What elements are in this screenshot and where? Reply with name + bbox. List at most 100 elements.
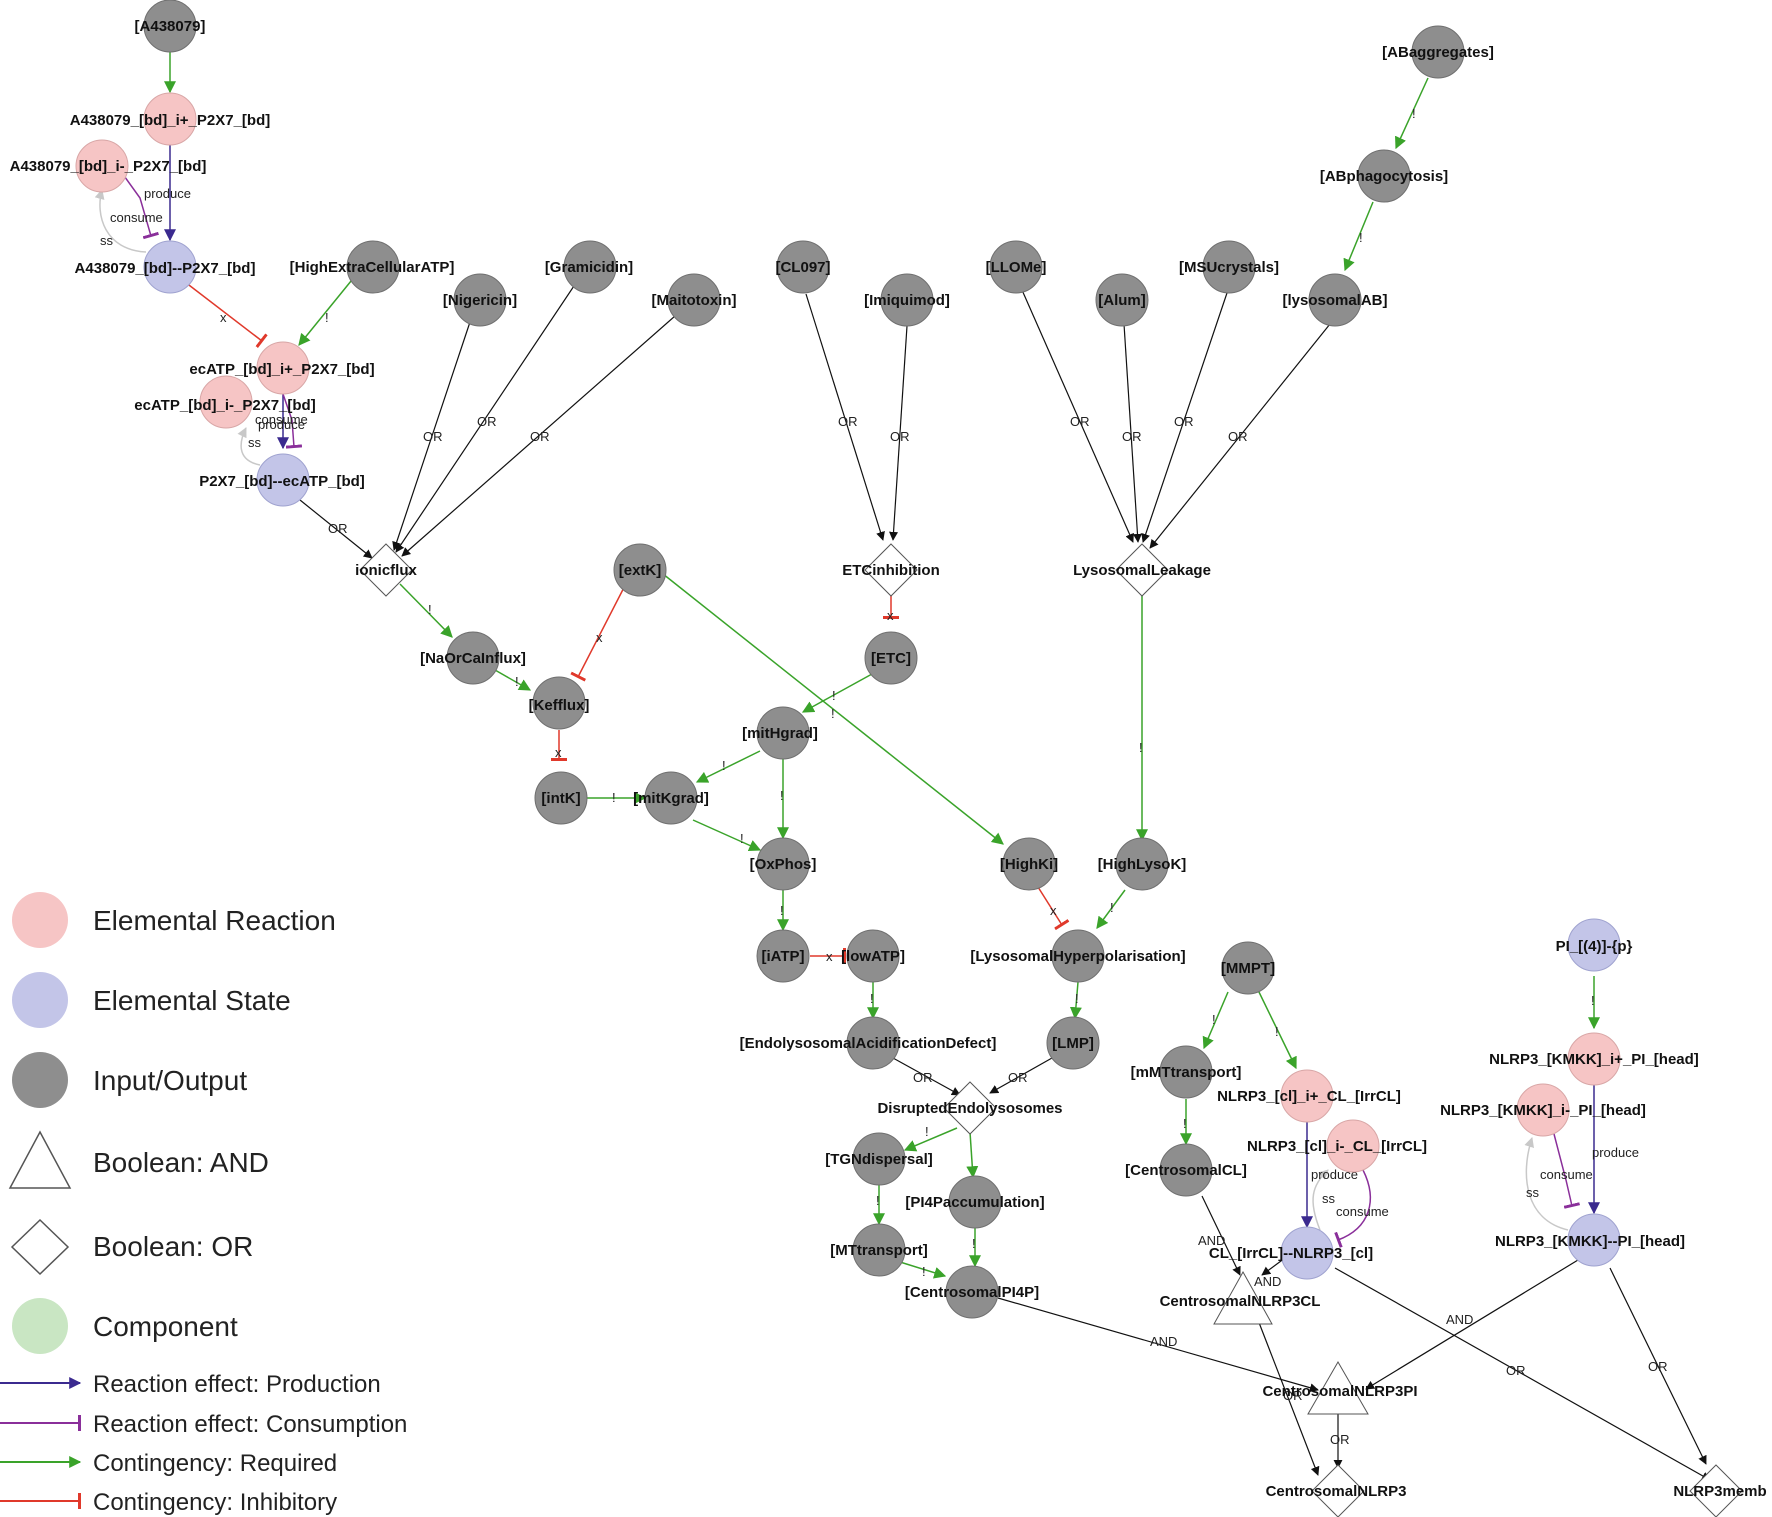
edge-or <box>1149 323 1331 549</box>
node-Imiquimod[interactable] <box>880 273 934 327</box>
node-DisruptedEndolysosomes[interactable] <box>943 1081 997 1135</box>
label-Kefflux: [Kefflux] <box>529 697 590 714</box>
label-lowATP: [lowATP] <box>841 948 905 965</box>
edge-label-required: ! <box>876 1193 880 1208</box>
node-lysosomalAB[interactable] <box>1308 273 1362 327</box>
node-lowATP[interactable] <box>846 929 900 983</box>
node-extK[interactable] <box>613 543 667 597</box>
edge-or <box>1141 289 1229 543</box>
node-NLRP3-cl-i-minus[interactable] <box>1326 1119 1380 1173</box>
node-CentrosomalNLRP3[interactable] <box>1311 1464 1365 1517</box>
node-LysosomalLeakage[interactable] <box>1115 543 1169 597</box>
node-HighExtraCellularATP[interactable] <box>346 240 400 294</box>
legend-component-swatch <box>12 1298 68 1354</box>
edge-inhibitory <box>184 281 268 348</box>
label-MMPT: [MMPT] <box>1221 960 1275 977</box>
node-MMPT[interactable] <box>1221 941 1275 995</box>
edge-label-required: ! <box>1412 106 1416 121</box>
node-A438079-i-plus[interactable] <box>143 92 197 146</box>
node-ecATP-i-minus[interactable] <box>199 375 253 429</box>
edge-label-required: ! <box>1183 1116 1187 1131</box>
node-PI4Paccumulation[interactable] <box>948 1175 1002 1229</box>
edge-or <box>989 1057 1053 1094</box>
node-EndolysosomalAcidificationDefect[interactable] <box>846 1016 900 1070</box>
label-HighLysoK: [HighLysoK] <box>1098 856 1187 873</box>
label-extK: [extK] <box>619 562 662 579</box>
node-NLRP3-KMKK-state[interactable] <box>1567 1213 1621 1267</box>
label-NLRP3-cl-i-minus: NLRP3_[cl]_i-_CL_[IrrCL] <box>1247 1138 1427 1155</box>
node-Kefflux[interactable] <box>532 676 586 730</box>
edge-label-required: ! <box>1275 1024 1279 1039</box>
edge-label-required: ! <box>925 1124 929 1139</box>
label-ETC: [ETC] <box>871 650 911 667</box>
label-iATP: [iATP] <box>761 948 804 965</box>
node-HighLysoK[interactable] <box>1115 837 1169 891</box>
label-PI4Paccumulation: [PI4Paccumulation] <box>905 1194 1044 1211</box>
node-ETCinhibition[interactable] <box>864 543 918 597</box>
legend-io-label: Input/Output <box>93 1065 247 1096</box>
node-Alum[interactable] <box>1095 273 1149 327</box>
node-CentrosomalNLRP3PI[interactable] <box>1307 1360 1369 1415</box>
node-CentrosomalPI4P[interactable] <box>945 1265 999 1319</box>
edge-label-consume: consume <box>255 412 308 427</box>
label-A438079-state: A438079_[bd]--P2X7_[bd] <box>75 260 256 277</box>
node-intK[interactable] <box>534 771 588 825</box>
node-NaOrCaInflux[interactable] <box>446 631 500 685</box>
node-CentrosomalNLRP3CL[interactable] <box>1213 1270 1273 1325</box>
node-mitKgrad[interactable] <box>644 771 698 825</box>
edge-label-ss: ss <box>248 435 262 450</box>
node-A438079-i-minus[interactable] <box>75 139 129 193</box>
node-ETC[interactable] <box>864 631 918 685</box>
edge-required <box>1395 77 1429 150</box>
label-CentrosomalCL: [CentrosomalCL] <box>1125 1162 1247 1179</box>
edge-label-or: OR <box>1174 414 1194 429</box>
node-Maitotoxin[interactable] <box>667 273 721 327</box>
edge-label-required: ! <box>1591 993 1595 1008</box>
node-MSUcrystals[interactable] <box>1202 240 1256 294</box>
node-P2X7-state[interactable] <box>256 453 310 507</box>
node-MTtransport[interactable] <box>852 1223 906 1277</box>
node-ABphagocytosis[interactable] <box>1357 149 1411 203</box>
label-Maitotoxin: [Maitotoxin] <box>652 292 737 309</box>
node-PI4p[interactable] <box>1567 918 1621 972</box>
edge-consumption <box>121 172 159 240</box>
node-LysosomalHyperpolarisation[interactable] <box>1051 929 1105 983</box>
edge-label-and: AND <box>1254 1274 1281 1289</box>
node-NLRP3-cl-i-plus[interactable] <box>1280 1069 1334 1123</box>
node-CL097[interactable] <box>776 240 830 294</box>
node-LMP[interactable] <box>1046 1016 1100 1070</box>
label-MSUcrystals: [MSUcrystals] <box>1179 259 1279 276</box>
node-OxPhos[interactable] <box>756 837 810 891</box>
node-Nigericin[interactable] <box>453 273 507 327</box>
node-mitHgrad[interactable] <box>756 706 810 760</box>
label-Gramicidin: [Gramicidin] <box>545 259 633 276</box>
node-ionicflux[interactable] <box>359 543 413 597</box>
node-NLRP3-KMKK-i-minus[interactable] <box>1516 1083 1570 1137</box>
node-A438079[interactable] <box>143 0 197 53</box>
node-ABaggregates[interactable] <box>1411 25 1465 79</box>
edges <box>94 48 1711 1481</box>
legend-or-label: Boolean: OR <box>93 1231 253 1262</box>
node-CL-NLRP3-state[interactable] <box>1280 1226 1334 1280</box>
node-NLRP3memb[interactable] <box>1689 1464 1743 1517</box>
node-iATP[interactable] <box>756 929 810 983</box>
edge-label-produce: produce <box>258 417 305 432</box>
edge-label-or: OR <box>913 1070 933 1085</box>
node-Gramicidin[interactable] <box>563 240 617 294</box>
node-HighKi[interactable] <box>1002 837 1056 891</box>
edge-or <box>1257 1319 1320 1476</box>
node-NLRP3-KMKK-i-plus[interactable] <box>1567 1032 1621 1086</box>
node-LLOMe[interactable] <box>989 240 1043 294</box>
node-mMTtransport[interactable] <box>1159 1045 1213 1099</box>
edge-label-or: OR <box>890 429 910 444</box>
label-ABaggregates: [ABaggregates] <box>1382 44 1494 61</box>
edge-label-required: ! <box>1075 991 1079 1006</box>
edge-required <box>1257 989 1297 1070</box>
node-TGNdispersal[interactable] <box>852 1132 906 1186</box>
legend-production-label: Reaction effect: Production <box>93 1371 381 1398</box>
node-A438079-state[interactable] <box>143 240 197 294</box>
edge-label-or: OR <box>1008 1070 1028 1085</box>
node-CentrosomalCL[interactable] <box>1159 1143 1213 1197</box>
node-ecATP-i-plus[interactable] <box>256 341 310 395</box>
label-NLRP3-KMKK-i-plus: NLRP3_[KMKK]_i+_PI_[head] <box>1489 1051 1699 1068</box>
